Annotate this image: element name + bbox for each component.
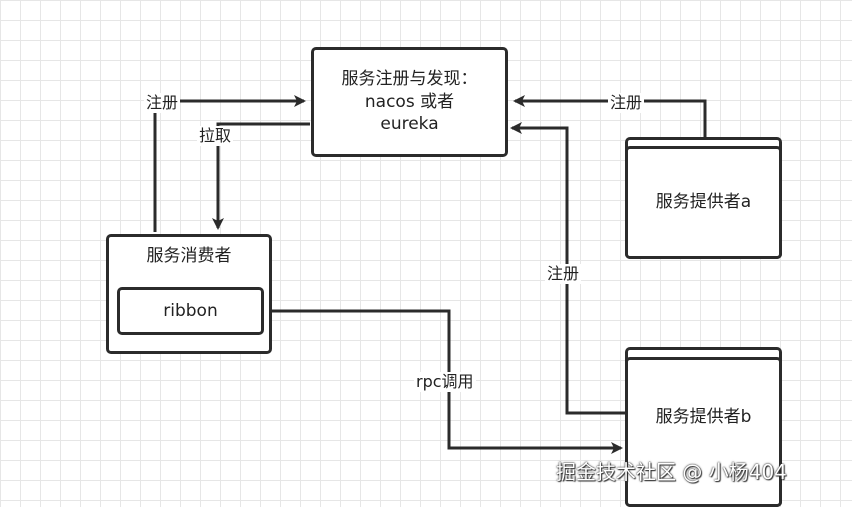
provider-b-label: 服务提供者b (655, 407, 752, 427)
provider-a-register-edge (513, 95, 707, 146)
registry-line-2: nacos 或者 (364, 91, 455, 112)
consumer-pull-edge (212, 122, 310, 230)
consumer-node: 服务消费者 ribbon (106, 234, 272, 354)
provider-a-register-label: 注册 (608, 93, 645, 113)
registry-line-1: 服务注册与发现： (341, 68, 478, 89)
registry-line-3: eureka (380, 114, 439, 135)
provider-a-node: 服务提供者a (625, 146, 782, 259)
consumer-register-edge (153, 95, 306, 232)
rpc-call-label: rpc调用 (414, 372, 476, 392)
provider-b-register-label: 注册 (545, 264, 582, 284)
ribbon-node: ribbon (117, 287, 264, 335)
consumer-register-label: 注册 (144, 93, 181, 113)
provider-a-label: 服务提供者a (655, 192, 752, 213)
consumer-pull-label: 拉取 (197, 126, 234, 146)
watermark-text: 掘金技术社区 @ 小杨404 (556, 460, 787, 484)
registry-node: 服务注册与发现： nacos 或者 eureka (311, 47, 508, 157)
ribbon-label: ribbon (163, 300, 218, 321)
consumer-title: 服务消费者 (146, 246, 232, 266)
